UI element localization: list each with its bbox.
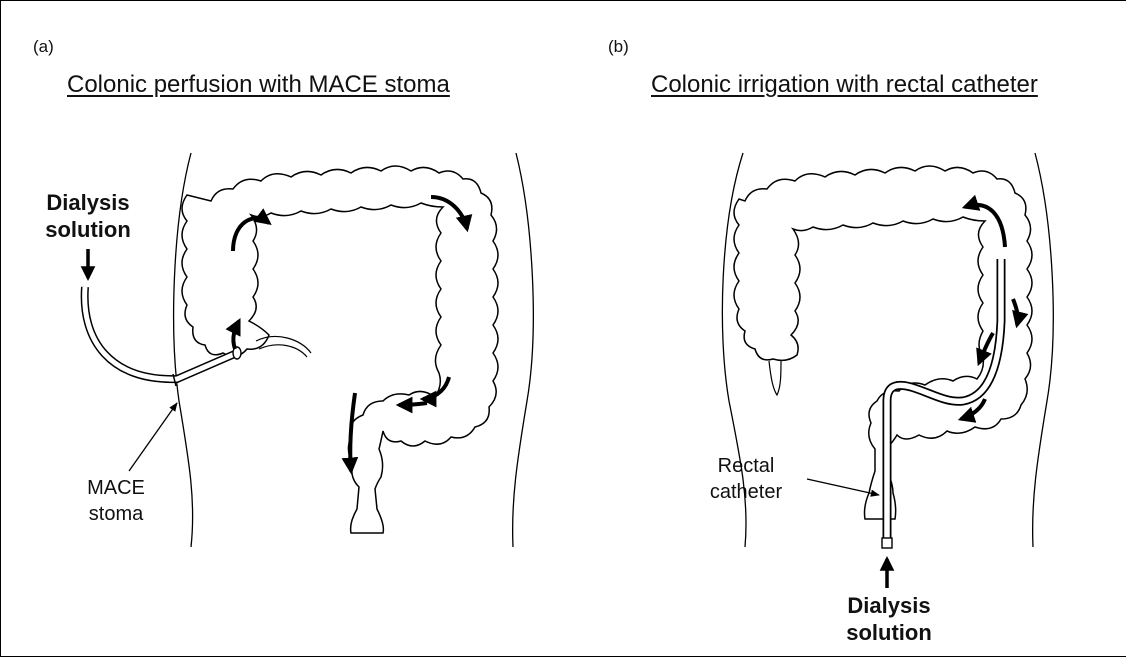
panel-a-stoma-pointer xyxy=(129,403,177,471)
panel-a-colon xyxy=(182,166,498,533)
panel-b-catheter-pointer xyxy=(807,479,879,495)
